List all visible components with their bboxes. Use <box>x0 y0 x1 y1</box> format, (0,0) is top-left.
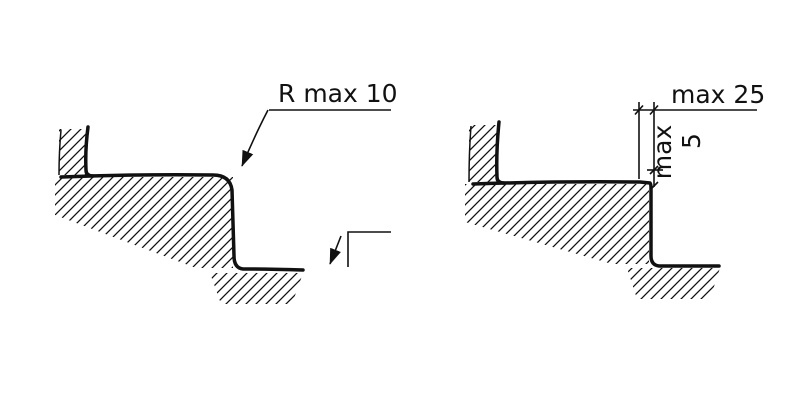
vertical-dim-value: 5 <box>677 133 706 149</box>
vertical-dim-word: max <box>648 125 677 179</box>
dimension-tick <box>649 181 659 191</box>
level-down-arrow <box>329 235 342 265</box>
hatch-region-upper-tread <box>465 184 649 264</box>
wall-back-edge-line <box>468 125 472 183</box>
leader-line <box>241 109 269 167</box>
dimension-tick <box>649 104 659 116</box>
left-step-diagram: R max 10 <box>55 79 398 304</box>
wall-back-edge-line <box>58 129 62 176</box>
hatch-region-lower-tread <box>210 273 303 304</box>
step-profile-line-rounded <box>59 173 305 272</box>
wall-face-line <box>84 125 95 178</box>
wall-face-line <box>495 120 506 185</box>
radius-label: R max 10 <box>278 79 398 108</box>
hatch-region-wall-stub <box>59 129 87 175</box>
right-step-diagram: max 25 max 5 <box>465 80 765 299</box>
hatch-region-upper-tread <box>55 177 233 268</box>
step-profile-line-square <box>471 180 721 268</box>
hatch-region-lower-tread <box>627 268 720 299</box>
level-symbol <box>347 231 391 267</box>
dimension-tick <box>649 165 659 175</box>
hatch-region-wall-stub <box>469 125 498 182</box>
dimension-tick <box>634 104 644 116</box>
horizontal-dim-label: max 25 <box>671 80 765 109</box>
